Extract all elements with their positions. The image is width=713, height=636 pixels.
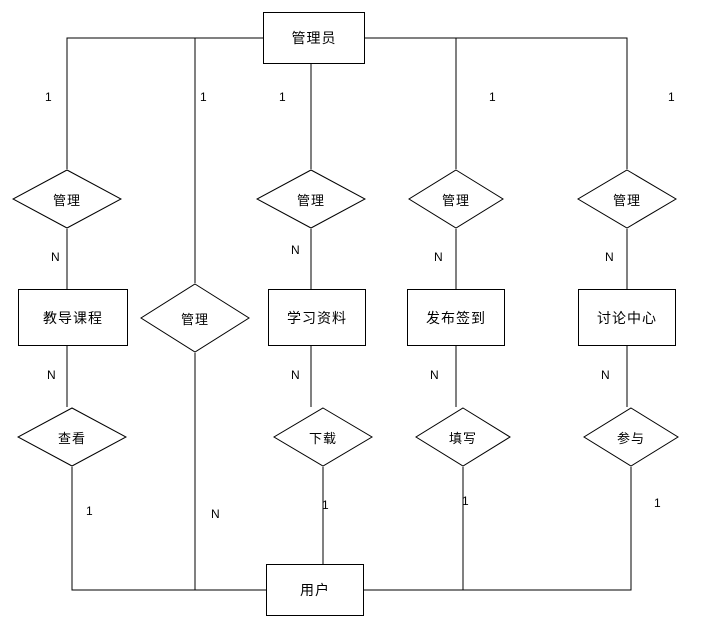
- cardinality-label: 1: [45, 90, 52, 104]
- relationship-view-label: 查看: [57, 430, 86, 446]
- relationship-manage-forum[interactable]: 管理: [577, 169, 677, 229]
- cardinality-label: 1: [462, 494, 469, 508]
- relationship-join[interactable]: 参与: [583, 407, 679, 467]
- relationship-manage-course-label: 管理: [52, 192, 81, 208]
- relationship-manage-user[interactable]: 管理: [140, 283, 250, 353]
- cardinality-label: N: [51, 250, 60, 264]
- entity-signin-label: 发布签到: [426, 309, 486, 326]
- relationship-join-label: 参与: [616, 430, 645, 446]
- cardinality-label: N: [430, 368, 439, 382]
- relationship-manage-signin[interactable]: 管理: [408, 169, 504, 229]
- relationship-fill-label: 填写: [448, 430, 477, 446]
- relationship-manage-course[interactable]: 管理: [12, 169, 122, 229]
- relationship-manage-material-label: 管理: [296, 192, 325, 208]
- cardinality-label: 1: [200, 90, 207, 104]
- cardinality-label: N: [605, 250, 614, 264]
- entity-admin-label: 管理员: [291, 30, 337, 46]
- cardinality-label: N: [291, 243, 300, 257]
- cardinality-label: 1: [322, 498, 329, 512]
- cardinality-label: 1: [279, 90, 286, 104]
- entity-user-label: 用户: [300, 582, 330, 598]
- relationship-manage-forum-label: 管理: [612, 192, 641, 208]
- cardinality-label: N: [47, 368, 56, 382]
- entity-admin[interactable]: 管理员: [263, 12, 365, 64]
- relationship-manage-material[interactable]: 管理: [256, 169, 366, 229]
- cardinality-label: 1: [86, 504, 93, 518]
- cardinality-label: N: [291, 368, 300, 382]
- entity-forum[interactable]: 讨论中心: [578, 289, 676, 346]
- cardinality-label: N: [601, 368, 610, 382]
- cardinality-label: 1: [654, 496, 661, 510]
- relationship-view[interactable]: 查看: [17, 407, 127, 467]
- entity-course[interactable]: 教导课程: [18, 289, 128, 346]
- cardinality-label: 1: [489, 90, 496, 104]
- relationship-download-label: 下载: [308, 430, 337, 446]
- relationship-manage-signin-label: 管理: [441, 192, 470, 208]
- entity-signin[interactable]: 发布签到: [407, 289, 505, 346]
- entity-material[interactable]: 学习资料: [268, 289, 366, 346]
- entity-course-label: 教导课程: [43, 309, 103, 326]
- relationship-fill[interactable]: 填写: [415, 407, 511, 467]
- cardinality-label: 1: [668, 90, 675, 104]
- entity-material-label: 学习资料: [287, 309, 347, 326]
- cardinality-label: N: [211, 507, 220, 521]
- cardinality-label: N: [434, 250, 443, 264]
- entity-forum-label: 讨论中心: [597, 309, 657, 326]
- relationship-download[interactable]: 下载: [273, 407, 373, 467]
- relationship-manage-user-label: 管理: [180, 311, 209, 327]
- entity-user[interactable]: 用户: [266, 564, 364, 616]
